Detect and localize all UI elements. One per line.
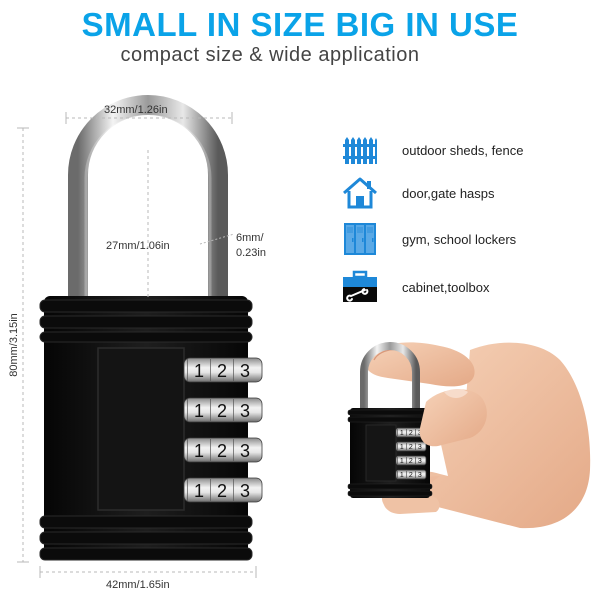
toolbox-icon (343, 270, 377, 302)
dial-wheel[interactable] (183, 397, 263, 423)
thumb (419, 389, 487, 447)
dial-digit: 3 (418, 458, 422, 465)
dial-digit: 3 (418, 444, 422, 451)
dial-digit: 1 (400, 458, 404, 465)
shackle-width-label: 32mm/1.26in (104, 104, 168, 116)
dial-wheel[interactable] (395, 441, 427, 452)
application-item-fence: outdoor sheds, fence (340, 132, 590, 168)
dial-digit: 3 (240, 361, 250, 381)
lock-body (39, 296, 253, 561)
dial-digit: 2 (409, 444, 413, 451)
dial-digit: 3 (418, 472, 422, 479)
page-subtitle: compact size & wide application (120, 44, 420, 66)
dial-digit: 2 (409, 458, 413, 465)
dial-digit: 2 (409, 472, 413, 479)
thumbnail (444, 389, 468, 398)
dial-digit: 1 (194, 441, 204, 461)
dial-digit: 3 (240, 481, 250, 501)
dial-digit: 2 (217, 401, 227, 421)
dial-digit: 2 (409, 430, 413, 437)
application-item-toolbox: cabinet,toolbox (340, 269, 590, 305)
dial-wheel[interactable] (395, 469, 427, 480)
application-label: cabinet,toolbox (402, 279, 490, 295)
fence-icon (343, 137, 377, 164)
dial-digit: 1 (194, 481, 204, 501)
shackle (68, 95, 228, 300)
dial-wheel[interactable] (183, 357, 263, 383)
shackle-clearance-label: 27mm/1.06in (106, 240, 170, 252)
body-height-label: 80mm/3.15in (8, 313, 20, 377)
dial-digit: 2 (217, 361, 227, 381)
page-title: SMALL IN SIZE BIG IN USE (81, 6, 519, 43)
shackle-diameter-label-2: 0.23in (236, 247, 266, 259)
dial-digit: 1 (400, 444, 404, 451)
application-item-lockers: gym, school lockers (340, 221, 590, 257)
dial-digit: 1 (194, 361, 204, 381)
application-label: gym, school lockers (402, 231, 517, 247)
locker-icon (344, 223, 376, 255)
application-label: outdoor sheds, fence (402, 142, 524, 158)
dial-digit: 3 (240, 441, 250, 461)
dial-digit: 1 (400, 472, 404, 479)
dimension-lines (17, 112, 257, 578)
shackle-diameter-label: 6mm/ (236, 232, 264, 244)
body-width-label: 42mm/1.65in (106, 579, 170, 591)
dial-wheel[interactable] (183, 437, 263, 463)
dial-digit: 2 (217, 481, 227, 501)
application-item-door: door,gate hasps (340, 175, 590, 211)
dial-wheel[interactable] (183, 477, 263, 503)
dial-digit: 2 (217, 441, 227, 461)
dial-digit: 1 (400, 430, 404, 437)
application-label: door,gate hasps (402, 185, 495, 201)
house-icon (343, 177, 377, 209)
dial-digit: 3 (240, 401, 250, 421)
dial-digit: 1 (194, 401, 204, 421)
dial-wheel[interactable] (395, 455, 427, 466)
